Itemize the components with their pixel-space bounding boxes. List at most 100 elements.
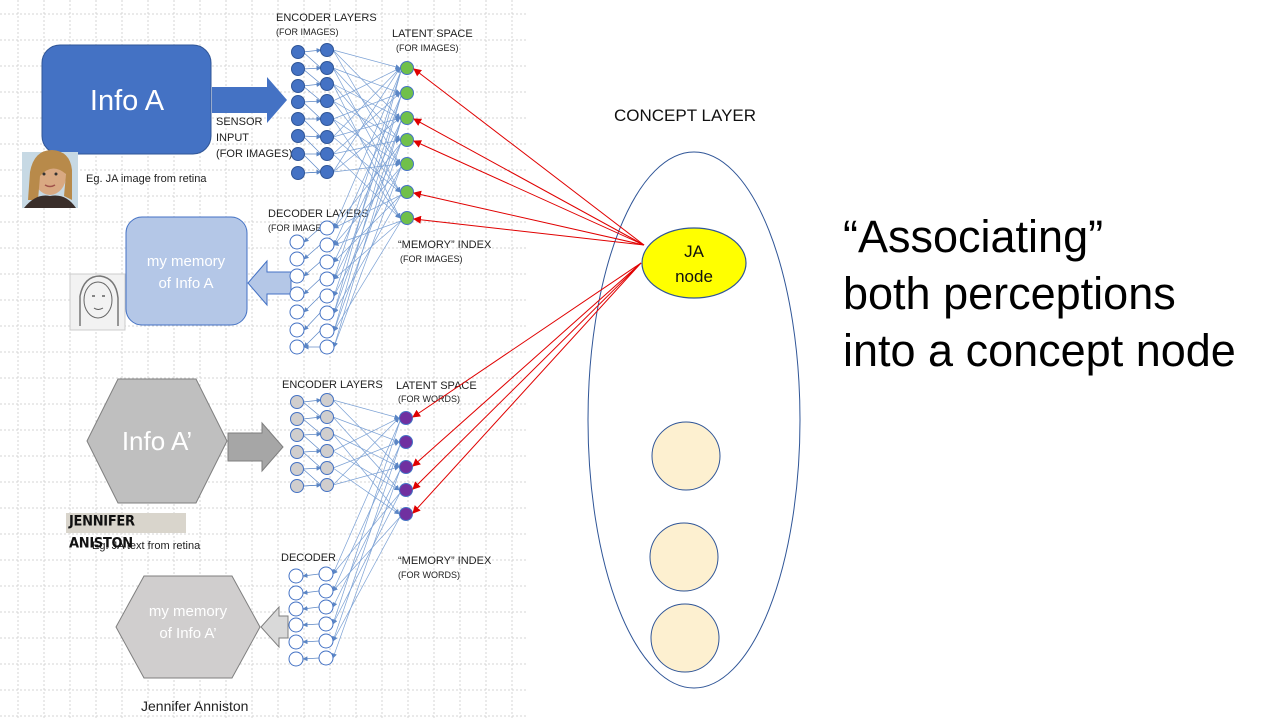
word-decoder-node xyxy=(288,568,304,584)
decoder-node xyxy=(289,339,305,355)
svg-text:Info A’: Info A’ xyxy=(122,426,192,456)
encoder-node xyxy=(291,79,305,93)
svg-text:node: node xyxy=(675,267,713,286)
svg-text:(FOR IMAGES): (FOR IMAGES) xyxy=(276,27,339,37)
word-decoder-node xyxy=(288,634,304,650)
latent-node xyxy=(400,111,414,125)
word-decoder-node xyxy=(288,601,304,617)
word-decoder-node xyxy=(318,599,334,615)
svg-text:“MEMORY” INDEX: “MEMORY” INDEX xyxy=(398,555,492,567)
image-encoder-nodes xyxy=(289,43,414,355)
sensor-input-arrow xyxy=(212,77,287,123)
word-encoder-node xyxy=(320,393,334,407)
decoder-node xyxy=(319,323,335,339)
latent-node xyxy=(400,61,414,75)
memory-index-title: “MEMORY” INDEX (FOR IMAGES) xyxy=(398,239,492,264)
association-arrow xyxy=(412,262,642,418)
memory-output-arrow xyxy=(247,259,292,307)
info-a-box: Info A xyxy=(41,44,212,155)
word-latent-node xyxy=(399,460,413,474)
word-encoder-node xyxy=(320,427,334,441)
decoder-node xyxy=(289,286,305,302)
concept-layer-title: CONCEPT LAYER xyxy=(614,106,756,125)
svg-text:DECODER LAYERS: DECODER LAYERS xyxy=(268,208,369,220)
word-encoder-nodes xyxy=(288,393,413,667)
svg-text:(FOR IMAGES): (FOR IMAGES) xyxy=(396,43,459,53)
association-arrow xyxy=(412,262,642,490)
decoder-node xyxy=(289,322,305,338)
word-encoder-node xyxy=(290,428,304,442)
svg-text:(FOR IMAGES): (FOR IMAGES) xyxy=(216,148,292,160)
latent-title: LATENT SPACE (FOR IMAGES) xyxy=(392,28,473,53)
headline: “Associating” both perceptions into a co… xyxy=(843,208,1236,379)
encoder-node xyxy=(291,112,305,126)
svg-text:ENCODER LAYERS: ENCODER LAYERS xyxy=(276,12,377,24)
word-decoder-node xyxy=(288,651,304,667)
ja-sketch-photo xyxy=(69,273,126,331)
decoder-node xyxy=(289,268,305,284)
word-decoder-node xyxy=(318,616,334,632)
word-latent-node xyxy=(399,507,413,521)
association-arrows xyxy=(412,68,645,514)
word-encoder-node xyxy=(290,395,304,409)
encoder-node xyxy=(291,45,305,59)
decoder-node xyxy=(319,288,335,304)
word-caption: Eg. JA text from retina xyxy=(92,540,201,552)
concept-layer-ellipse xyxy=(587,151,801,689)
encoder-node xyxy=(320,94,334,108)
decoder-node xyxy=(319,339,335,355)
ja-photo xyxy=(22,150,78,208)
image-caption: Eg. JA image from retina xyxy=(86,173,207,185)
bottom-caption: Jennifer Anniston xyxy=(141,698,248,714)
svg-text:“MEMORY” INDEX: “MEMORY” INDEX xyxy=(398,239,492,251)
svg-text:DECODER: DECODER xyxy=(281,552,336,564)
encoder-node xyxy=(320,147,334,161)
decoder-node xyxy=(319,271,335,287)
association-arrow xyxy=(412,262,642,514)
sensor-input-label: SENSOR INPUT (FOR IMAGES) xyxy=(216,116,292,160)
svg-text:my memory: my memory xyxy=(147,253,226,270)
svg-text:of Info A’: of Info A’ xyxy=(159,625,216,642)
word-memory-hexagon: my memory of Info A’ xyxy=(115,575,261,679)
encoder-title: ENCODER LAYERS (FOR IMAGES) xyxy=(276,12,377,37)
word-decoder-node xyxy=(288,585,304,601)
latent-node xyxy=(400,185,414,199)
decoder-title: DECODER LAYERS (FOR IMAGES) xyxy=(268,208,369,233)
encoder-node xyxy=(320,130,334,144)
encoder-node xyxy=(320,112,334,126)
word-encoder-node xyxy=(290,445,304,459)
encoder-node xyxy=(320,61,334,75)
image-encoder-connections xyxy=(302,48,402,350)
word-encoder-node xyxy=(290,479,304,493)
word-latent-node xyxy=(399,483,413,497)
memory-box: my memory of Info A xyxy=(125,216,248,326)
decoder-node xyxy=(319,220,335,236)
word-encoder-node xyxy=(320,478,334,492)
word-encoder-node xyxy=(320,444,334,458)
latent-node xyxy=(400,211,414,225)
svg-text:LATENT SPACE: LATENT SPACE xyxy=(396,380,477,392)
info-a-prime-hexagon: Info A’ xyxy=(86,378,228,504)
decoder-node xyxy=(289,234,305,250)
decoder-node xyxy=(289,251,305,267)
latent-node xyxy=(400,133,414,147)
word-latent-node xyxy=(399,411,413,425)
association-arrow xyxy=(412,262,642,467)
info-a-label: Info A xyxy=(90,85,165,117)
word-encoder-node xyxy=(290,412,304,426)
word-latent-title: LATENT SPACE (FOR WORDS) xyxy=(396,380,477,404)
word-memory-output-arrow xyxy=(260,605,289,649)
latent-node xyxy=(400,86,414,100)
association-arrow xyxy=(413,190,645,246)
encoder-node xyxy=(320,77,334,91)
jennifer-aniston-text-image: JENNIFER ANISTON xyxy=(66,513,186,552)
word-encoder-node xyxy=(290,462,304,476)
decoder-node xyxy=(319,237,335,253)
svg-text:of Info A: of Info A xyxy=(158,275,213,292)
headline-line: “Associating” xyxy=(843,211,1104,262)
association-arrow xyxy=(413,215,645,246)
ja-concept-node: JA node xyxy=(641,227,747,299)
encoder-node xyxy=(320,165,334,179)
